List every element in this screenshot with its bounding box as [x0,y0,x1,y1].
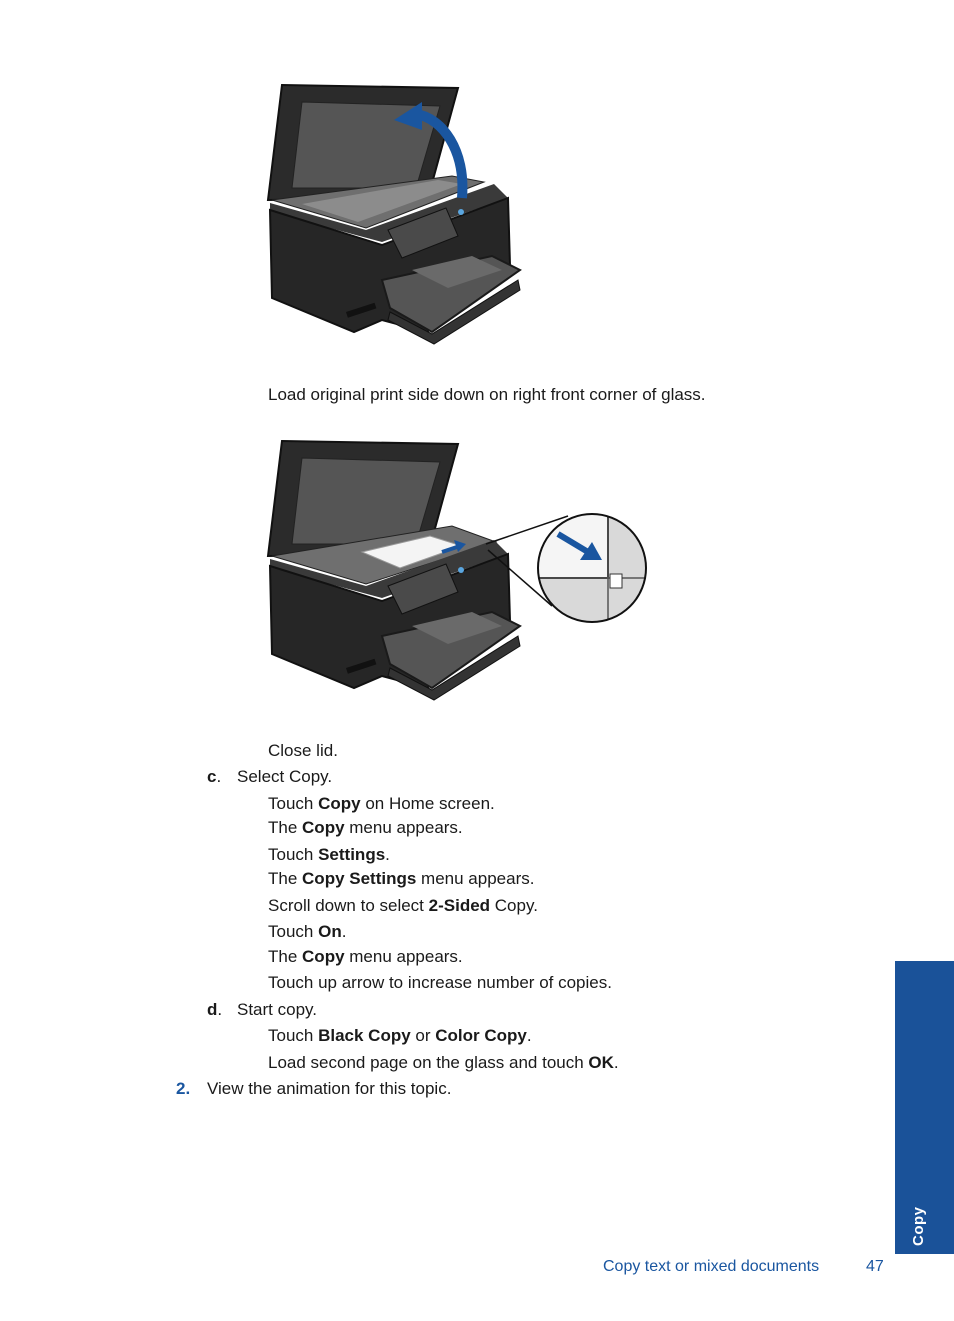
sub-bold: Color Copy [435,1026,527,1045]
sub-text: on Home screen. [360,794,495,813]
sub-text: Touch [268,794,319,813]
step-c-text: Select Copy. [237,767,333,786]
sub-text: menu appears. [344,947,463,966]
sub-bold: 2-Sided [428,896,491,915]
sub-bold: Black Copy [318,1026,411,1045]
sub-text: The [268,818,303,837]
step-d: d. [207,1000,222,1020]
step-c-sub-8: Touch up arrow to increase number of cop… [268,973,612,993]
step-d-sub-2: Load second page on the glass and touch … [268,1053,619,1073]
step-c: c. [207,767,221,787]
step-2-text: View the animation for this topic. [207,1079,452,1098]
chapter-side-tab-label: Copy [910,1206,927,1247]
sub-text: Copy. [490,896,538,915]
sub-bold: Copy [302,818,345,837]
step-c-sub-4: The Copy Settings menu appears. [268,869,534,889]
sub-bold: OK [588,1053,614,1072]
sub-text: The [268,869,303,888]
step-c-label: c [207,767,217,786]
sub-bold: Copy [318,794,361,813]
sub-text: . [526,1026,532,1045]
sub-bold: On [318,922,342,941]
step-d-dot: . [217,1000,223,1019]
sub-text: Touch [268,922,319,941]
printer-lid-open-illustration [266,83,522,345]
step-c-sub-2: The Copy menu appears. [268,818,463,838]
step-c-sub-5: Scroll down to select 2-Sided Copy. [268,896,538,916]
sub-text: Touch [268,845,319,864]
sub-bold: Copy Settings [302,869,417,888]
figure1-caption: Load original print side down on right f… [268,385,706,404]
step-c-sub-6: Touch On. [268,922,346,942]
step-d-label: d [207,1000,218,1019]
step-c-sub-7: The Copy menu appears. [268,947,463,967]
step-c-dot: . [216,767,222,786]
sub-bold: Copy [302,947,345,966]
sub-text: or [410,1026,436,1045]
sub-text: . [385,845,390,864]
footer-section-title: Copy text or mixed documents [603,1258,820,1275]
sub-text: The [268,947,303,966]
sub-text: . [341,922,347,941]
chapter-side-tab [895,961,954,1254]
step-d-sub-1: Touch Black Copy or Color Copy. [268,1026,532,1046]
sub-bold: Settings [318,845,386,864]
step-c-sub-3: Touch Settings. [268,845,390,865]
step-2-number: 2. [176,1079,191,1098]
sub-text: menu appears. [416,869,535,888]
sub-text: Load second page on the glass and touch [268,1053,589,1072]
sub-text: Scroll down to select [268,896,429,915]
step-c-sub-1: Touch Copy on Home screen. [268,794,495,814]
sub-text: Touch up arrow to increase number of cop… [268,973,612,992]
step-d-text: Start copy. [237,1000,317,1019]
sub-text: menu appears. [344,818,463,837]
printer-load-original-illustration [266,439,647,701]
sub-text: Touch [268,1026,319,1045]
footer-page-number: 47 [866,1258,884,1275]
close-lid-step: Close lid. [268,741,338,760]
sub-text: . [613,1053,619,1072]
